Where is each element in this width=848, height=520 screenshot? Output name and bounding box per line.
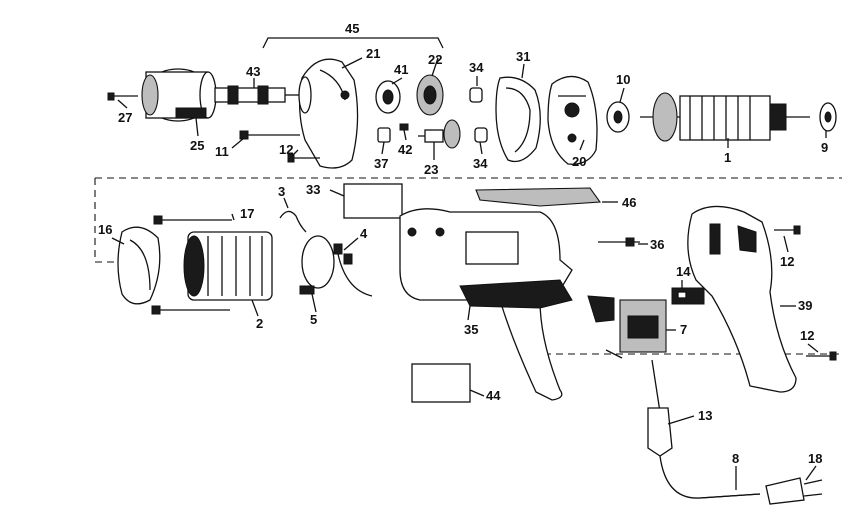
- leader-lines: [111, 57, 827, 490]
- part-37-bushing: [377, 127, 391, 143]
- part-7-switch: [587, 295, 667, 359]
- label-12-top: 12: [279, 142, 293, 157]
- label-34-top: 34: [469, 60, 484, 75]
- part-11-screw: [239, 130, 300, 140]
- part-36-screw: [598, 237, 640, 247]
- part-14-switch-part: [671, 287, 705, 305]
- label-12-right-bottom: 12: [800, 328, 814, 343]
- label-4: 4: [360, 226, 368, 241]
- label-45: 45: [345, 21, 359, 36]
- part-25-chuck: [141, 68, 217, 122]
- part-1-armature: [640, 92, 810, 142]
- label-14: 14: [676, 264, 691, 279]
- part-16-baffle: [117, 226, 161, 305]
- part-3-lead-wire: [279, 210, 307, 233]
- label-33: 33: [306, 182, 320, 197]
- part-8-cord: [659, 455, 761, 499]
- label-22: 22: [428, 52, 442, 67]
- part-41-bearing: [375, 80, 401, 114]
- part-22-gear: [416, 74, 444, 116]
- part-43-spindle: [214, 85, 300, 105]
- label-46: 46: [622, 195, 636, 210]
- bracket-45: [262, 37, 444, 49]
- label-25: 25: [190, 138, 204, 153]
- label-39: 39: [798, 298, 812, 313]
- label-44: 44: [486, 388, 501, 403]
- label-8: 8: [732, 451, 739, 466]
- part-12-screw-right-top: [774, 225, 801, 235]
- label-2: 2: [256, 316, 263, 331]
- part-5-brush-holder: [299, 235, 335, 295]
- part-46-top-plate: [475, 187, 602, 207]
- label-20: 20: [572, 154, 586, 169]
- label-7: 7: [680, 322, 687, 337]
- label-43: 43: [246, 64, 260, 79]
- label-13: 13: [698, 408, 712, 423]
- part-33-label-plate: [343, 183, 403, 219]
- part-44-label: [411, 363, 471, 403]
- label-41: 41: [394, 62, 408, 77]
- part-9-bearing: [819, 102, 837, 132]
- label-23: 23: [424, 162, 438, 177]
- part-34-bearing-bottom: [474, 127, 488, 143]
- part-31-seal-ring: [495, 76, 541, 163]
- label-35: 35: [464, 322, 478, 337]
- part-2-field: [183, 231, 273, 301]
- label-27: 27: [118, 110, 132, 125]
- label-21: 21: [366, 46, 380, 61]
- part-21-gear-housing: [298, 58, 359, 169]
- label-5: 5: [310, 312, 317, 327]
- label-12-right-top: 12: [780, 254, 794, 269]
- label-9: 9: [821, 140, 828, 155]
- part-13-cord-protector: [647, 359, 673, 457]
- part-20-bearing-plate: [547, 75, 598, 165]
- label-34-bottom: 34: [473, 156, 488, 171]
- part-27-screw: [107, 92, 138, 101]
- part-12-screw-right-bottom: [806, 351, 837, 361]
- part-34-bearing-top: [469, 87, 483, 103]
- part-labels: 45 21 22 43 41 34 31 10 27 25 11 12 37 4…: [98, 21, 828, 466]
- part-18-plug: [765, 477, 823, 505]
- part-10-bearing: [606, 101, 630, 133]
- label-1: 1: [724, 150, 731, 165]
- label-10: 10: [616, 72, 630, 87]
- dashed-boundary-left: [94, 178, 120, 263]
- label-18: 18: [808, 451, 822, 466]
- label-3: 3: [278, 184, 285, 199]
- part-42-pin: [399, 123, 409, 131]
- part-12-screw-top: [287, 153, 320, 163]
- label-37: 37: [374, 156, 388, 171]
- part-23-shaft-gear: [418, 119, 461, 149]
- part-35-housing: [399, 208, 573, 401]
- label-17: 17: [240, 206, 254, 221]
- part-39-handle: [687, 205, 797, 393]
- label-16: 16: [98, 222, 112, 237]
- label-36: 36: [650, 237, 664, 252]
- label-31: 31: [516, 49, 530, 64]
- part-4-brushes: [333, 243, 373, 297]
- label-42: 42: [398, 142, 412, 157]
- label-11: 11: [215, 144, 229, 159]
- part-17-screws: [151, 215, 232, 315]
